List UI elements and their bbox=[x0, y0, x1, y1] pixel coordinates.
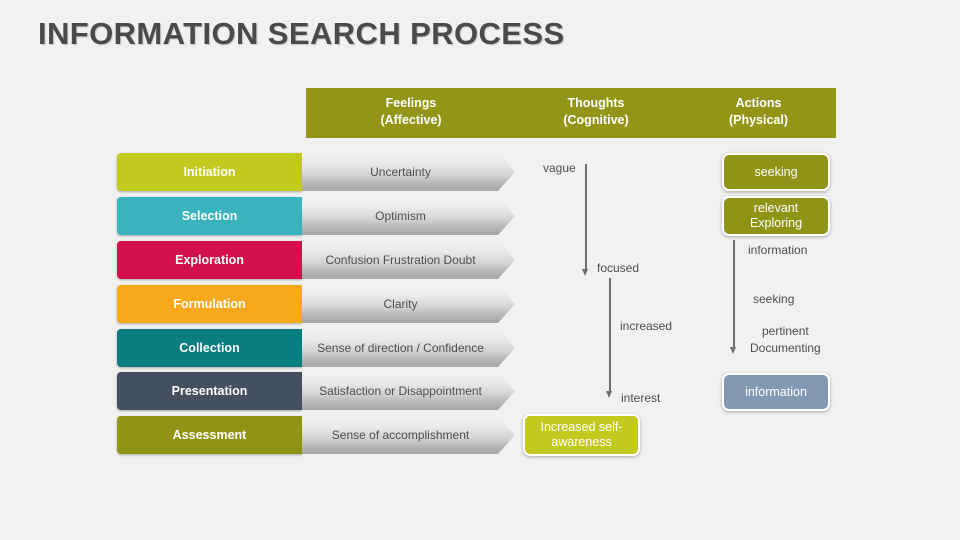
feeling-text: Clarity bbox=[383, 297, 418, 311]
stage-label-initiation[interactable]: Initiation bbox=[117, 153, 302, 191]
feeling-text: Optimism bbox=[375, 209, 426, 223]
column-header-feelings-line1: Feelings bbox=[385, 96, 437, 110]
stage-label-presentation[interactable]: Presentation bbox=[117, 372, 302, 410]
column-header-actions-line1: Actions bbox=[735, 96, 782, 110]
action-arrow-exploring-to-documenting bbox=[730, 240, 739, 354]
page-title: INFORMATION SEARCH PROCESS bbox=[38, 16, 565, 51]
thought-annotation-vague: vague bbox=[543, 161, 576, 175]
feeling-arrow-assessment: Sense of accomplishment bbox=[302, 416, 515, 454]
action-annotation-information: information bbox=[748, 243, 808, 257]
thought-outcome-line2: awareness bbox=[551, 435, 612, 449]
column-header-thoughts-line1: Thoughts bbox=[567, 96, 625, 110]
column-header-feelings-line2: (Affective) bbox=[380, 113, 442, 127]
stage-label-text: Initiation bbox=[183, 165, 236, 179]
feeling-arrow-presentation: Satisfaction or Disappointment bbox=[302, 372, 515, 410]
stage-label-text: Formulation bbox=[173, 297, 246, 311]
arrow-head-icon bbox=[582, 269, 589, 276]
thought-arrow-vague-to-focused bbox=[582, 164, 591, 276]
column-header-actions: Actions (Physical) bbox=[691, 95, 826, 129]
thought-annotation-focused: focused bbox=[597, 261, 640, 275]
stage-label-text: Assessment bbox=[172, 428, 247, 442]
action-result-box-information[interactable]: information bbox=[722, 373, 830, 411]
action-box-exploring-line2: Exploring bbox=[749, 216, 803, 230]
stage-label-selection[interactable]: Selection bbox=[117, 197, 302, 235]
action-annotation-seeking: seeking bbox=[753, 292, 795, 306]
stage-label-text: Collection bbox=[179, 341, 240, 355]
action-result-box-label: information bbox=[745, 384, 807, 399]
stage-label-text: Exploration bbox=[175, 253, 244, 267]
feeling-text: Sense of accomplishment bbox=[331, 428, 470, 442]
arrow-stem bbox=[585, 164, 587, 270]
column-header-bar: Feelings (Affective) Thoughts (Cognitive… bbox=[306, 88, 836, 138]
arrow-head-icon bbox=[606, 391, 613, 398]
feeling-arrow-exploration: Confusion Frustration Doubt bbox=[302, 241, 515, 279]
feeling-arrow-collection: Sense of direction / Confidence bbox=[302, 329, 515, 367]
arrow-stem bbox=[609, 278, 611, 392]
feeling-arrow-formulation: Clarity bbox=[302, 285, 515, 323]
stage-label-collection[interactable]: Collection bbox=[117, 329, 302, 367]
column-header-thoughts: Thoughts (Cognitive) bbox=[496, 95, 696, 129]
stage-label-assessment[interactable]: Assessment bbox=[117, 416, 302, 454]
arrow-stem bbox=[733, 240, 735, 348]
stage-label-formulation[interactable]: Formulation bbox=[117, 285, 302, 323]
action-box-exploring-line1: relevant bbox=[753, 201, 799, 215]
feeling-text: Uncertainty bbox=[370, 165, 431, 179]
column-header-thoughts-line2: (Cognitive) bbox=[563, 113, 629, 127]
stage-label-text: Selection bbox=[181, 209, 238, 223]
stage-label-text: Presentation bbox=[171, 384, 248, 398]
action-box-seeking[interactable]: seeking bbox=[722, 153, 830, 191]
thought-annotation-interest: interest bbox=[621, 391, 661, 405]
action-annotation-documenting: Documenting bbox=[750, 341, 821, 355]
feeling-text: Satisfaction or Disappointment bbox=[319, 384, 482, 398]
thought-outcome-box[interactable]: Increased self- awareness bbox=[523, 414, 640, 456]
feeling-arrow-selection: Optimism bbox=[302, 197, 515, 235]
column-header-feelings: Feelings (Affective) bbox=[316, 95, 506, 129]
stage-label-exploration[interactable]: Exploration bbox=[117, 241, 302, 279]
thought-arrow-focused-to-interest bbox=[606, 278, 615, 398]
column-header-actions-line2: (Physical) bbox=[728, 113, 789, 127]
thought-annotation-increased: increased bbox=[620, 319, 673, 333]
feeling-text: Confusion Frustration Doubt bbox=[325, 253, 476, 267]
arrow-head-icon bbox=[730, 347, 737, 354]
thought-outcome-line1: Increased self- bbox=[540, 420, 623, 434]
feeling-arrow-initiation: Uncertainty bbox=[302, 153, 515, 191]
action-box-seeking-line1: seeking bbox=[754, 164, 798, 179]
feeling-text: Sense of direction / Confidence bbox=[317, 341, 484, 355]
action-annotation-pertinent: pertinent bbox=[762, 324, 809, 338]
action-box-exploring[interactable]: relevant Exploring bbox=[722, 196, 830, 236]
